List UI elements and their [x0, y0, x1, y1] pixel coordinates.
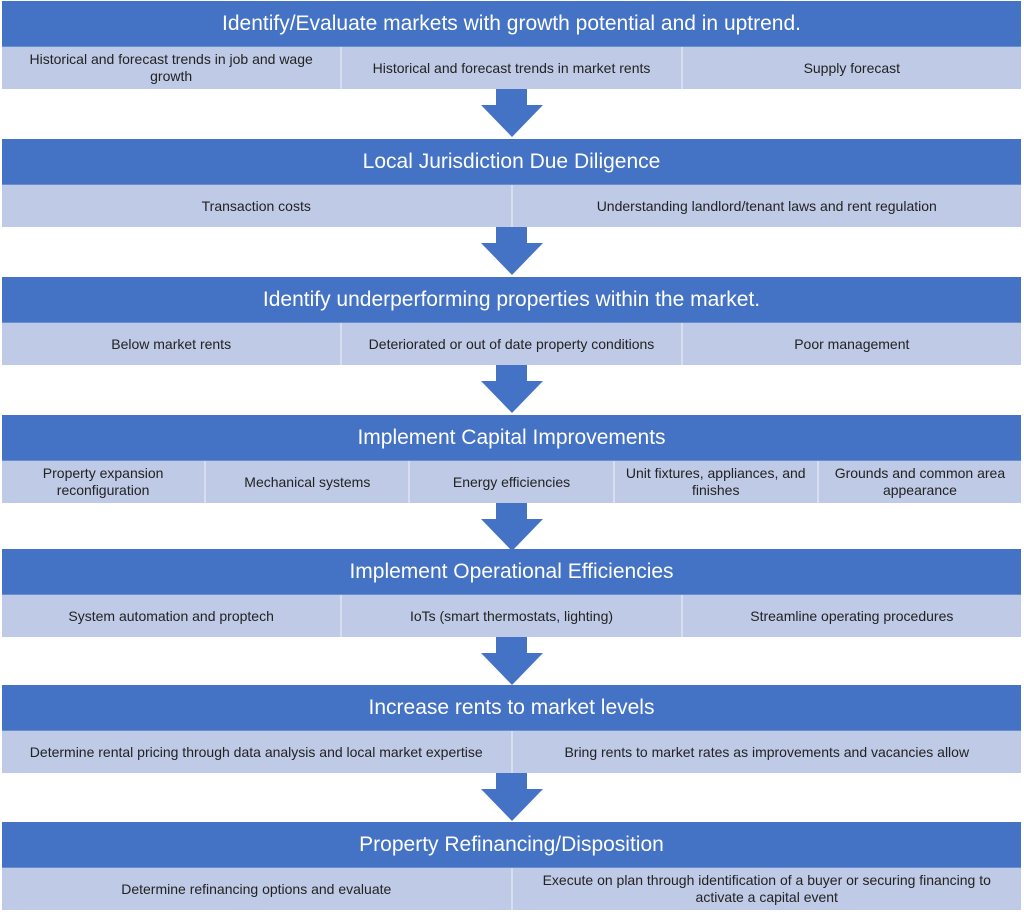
arrow-shape	[481, 773, 543, 821]
down-arrow-icon	[481, 89, 543, 137]
step-item: Poor management	[682, 323, 1021, 365]
step-1: Identify/Evaluate markets with growth po…	[2, 1, 1021, 89]
down-arrow-icon	[481, 227, 543, 275]
step-item: Transaction costs	[2, 185, 513, 227]
step-item: Determine rental pricing through data an…	[2, 731, 513, 773]
arrow-shape	[481, 227, 543, 275]
step-item: Historical and forecast trends in market…	[342, 47, 683, 89]
step-items: Determine refinancing options and evalua…	[2, 868, 1021, 910]
step-items: Historical and forecast trends in job an…	[2, 47, 1021, 89]
down-arrow-icon	[481, 773, 543, 821]
step-item: Property expansion reconfiguration	[2, 461, 207, 503]
step-3: Identify underperforming properties with…	[2, 277, 1021, 365]
step-title: Property Refinancing/Disposition	[2, 822, 1021, 868]
step-item: IoTs (smart thermostats, lighting)	[342, 595, 683, 637]
step-item: Streamline operating procedures	[682, 595, 1021, 637]
step-title: Implement Capital Improvements	[2, 415, 1021, 461]
step-item: Below market rents	[2, 323, 343, 365]
step-title: Identify/Evaluate markets with growth po…	[2, 1, 1021, 47]
step-item: Unit fixtures, appliances, and finishes	[614, 461, 819, 503]
arrow-shape	[481, 365, 543, 413]
step-item: Bring rents to market rates as improveme…	[512, 731, 1021, 773]
step-item: Energy efficiencies	[410, 461, 615, 503]
step-item: Grounds and common area appearance	[818, 461, 1022, 503]
down-arrow-icon	[481, 365, 543, 413]
step-title: Increase rents to market levels	[2, 685, 1021, 731]
step-item: Historical and forecast trends in job an…	[2, 47, 343, 89]
arrow-shape	[481, 503, 543, 551]
arrow-shape	[481, 637, 543, 685]
step-title: Implement Operational Efficiencies	[2, 549, 1021, 595]
step-item: Deteriorated or out of date property con…	[342, 323, 683, 365]
step-item: Supply forecast	[682, 47, 1021, 89]
step-item: Mechanical systems	[206, 461, 411, 503]
step-title: Identify underperforming properties with…	[2, 277, 1021, 323]
down-arrow-icon	[481, 503, 543, 551]
step-item: Execute on plan through identification o…	[512, 868, 1021, 910]
step-item: Determine refinancing options and evalua…	[2, 868, 513, 910]
arrow-shape	[481, 89, 543, 137]
step-title: Local Jurisdiction Due Diligence	[2, 139, 1021, 185]
step-item: System automation and proptech	[2, 595, 343, 637]
step-item: Understanding landlord/tenant laws and r…	[512, 185, 1021, 227]
step-items: Determine rental pricing through data an…	[2, 731, 1021, 773]
down-arrow-icon	[481, 637, 543, 685]
